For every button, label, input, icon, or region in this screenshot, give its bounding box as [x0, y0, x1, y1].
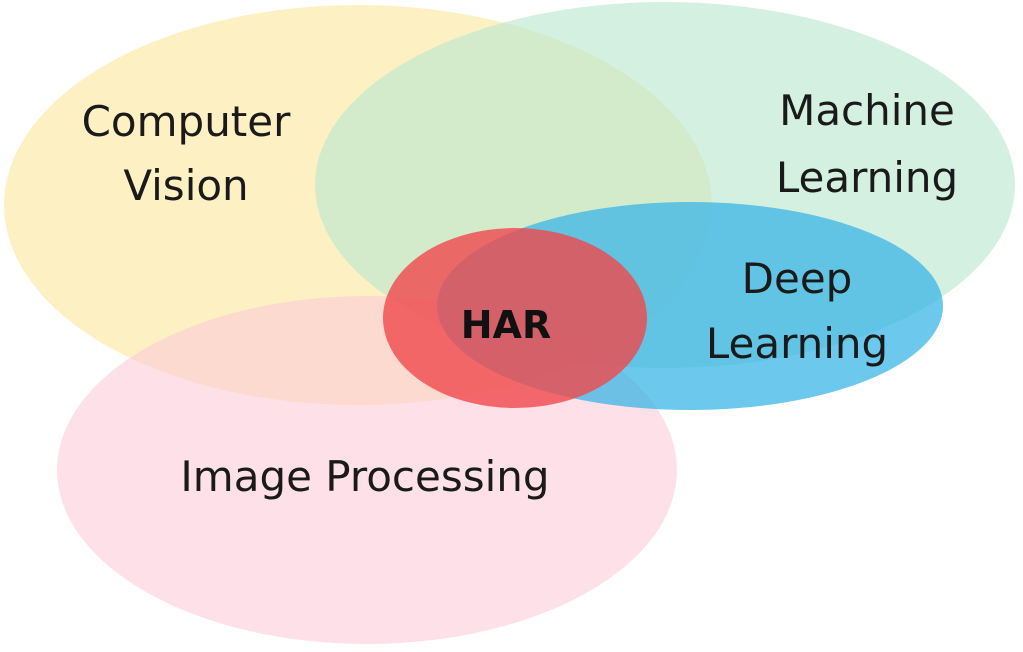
computer-vision-label-line-1: Computer — [82, 97, 292, 146]
har-label: HAR — [461, 303, 551, 347]
deep-learning-label-line-1: Deep — [742, 254, 853, 303]
machine-learning-label-line-1: Machine — [779, 86, 955, 135]
image-processing-label: Image Processing — [180, 452, 549, 501]
machine-learning-label-line-2: Learning — [776, 153, 958, 202]
har-ellipse — [383, 228, 647, 408]
computer-vision-label-line-2: Vision — [123, 161, 248, 210]
deep-learning-label-line-2: Learning — [706, 319, 888, 368]
